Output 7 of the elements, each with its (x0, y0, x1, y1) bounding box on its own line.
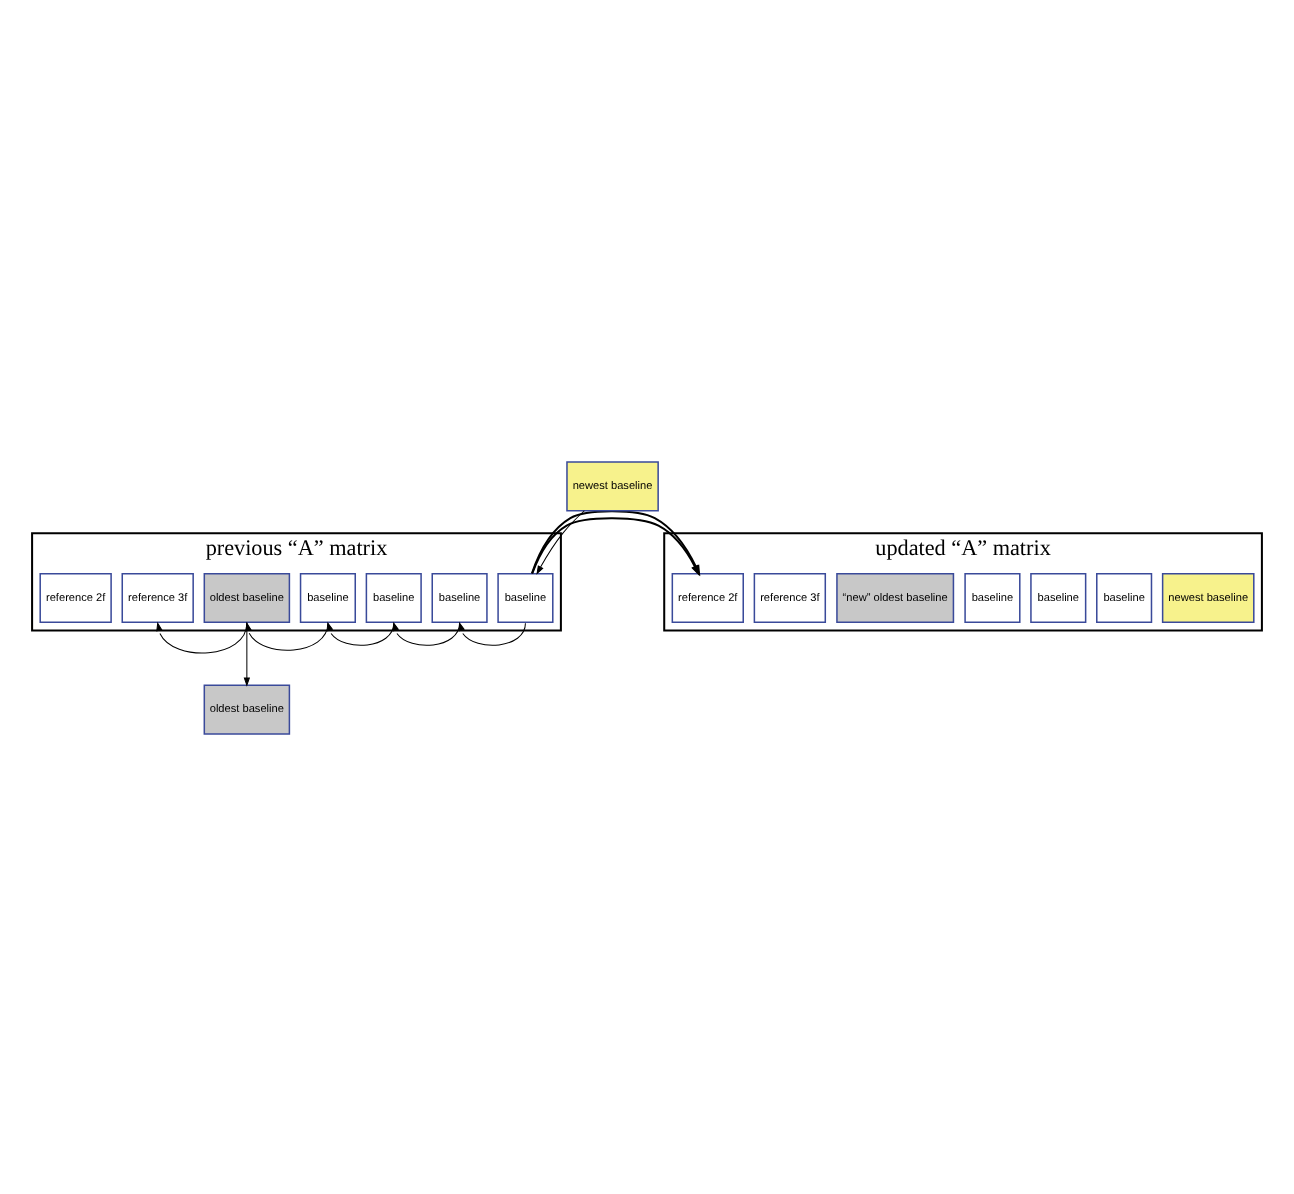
arrow (327, 620, 395, 645)
arrow (392, 620, 461, 645)
arrow (536, 509, 585, 574)
arrow (156, 620, 248, 653)
arrow (458, 620, 526, 645)
arrow (245, 620, 329, 650)
arrow (243, 621, 251, 686)
